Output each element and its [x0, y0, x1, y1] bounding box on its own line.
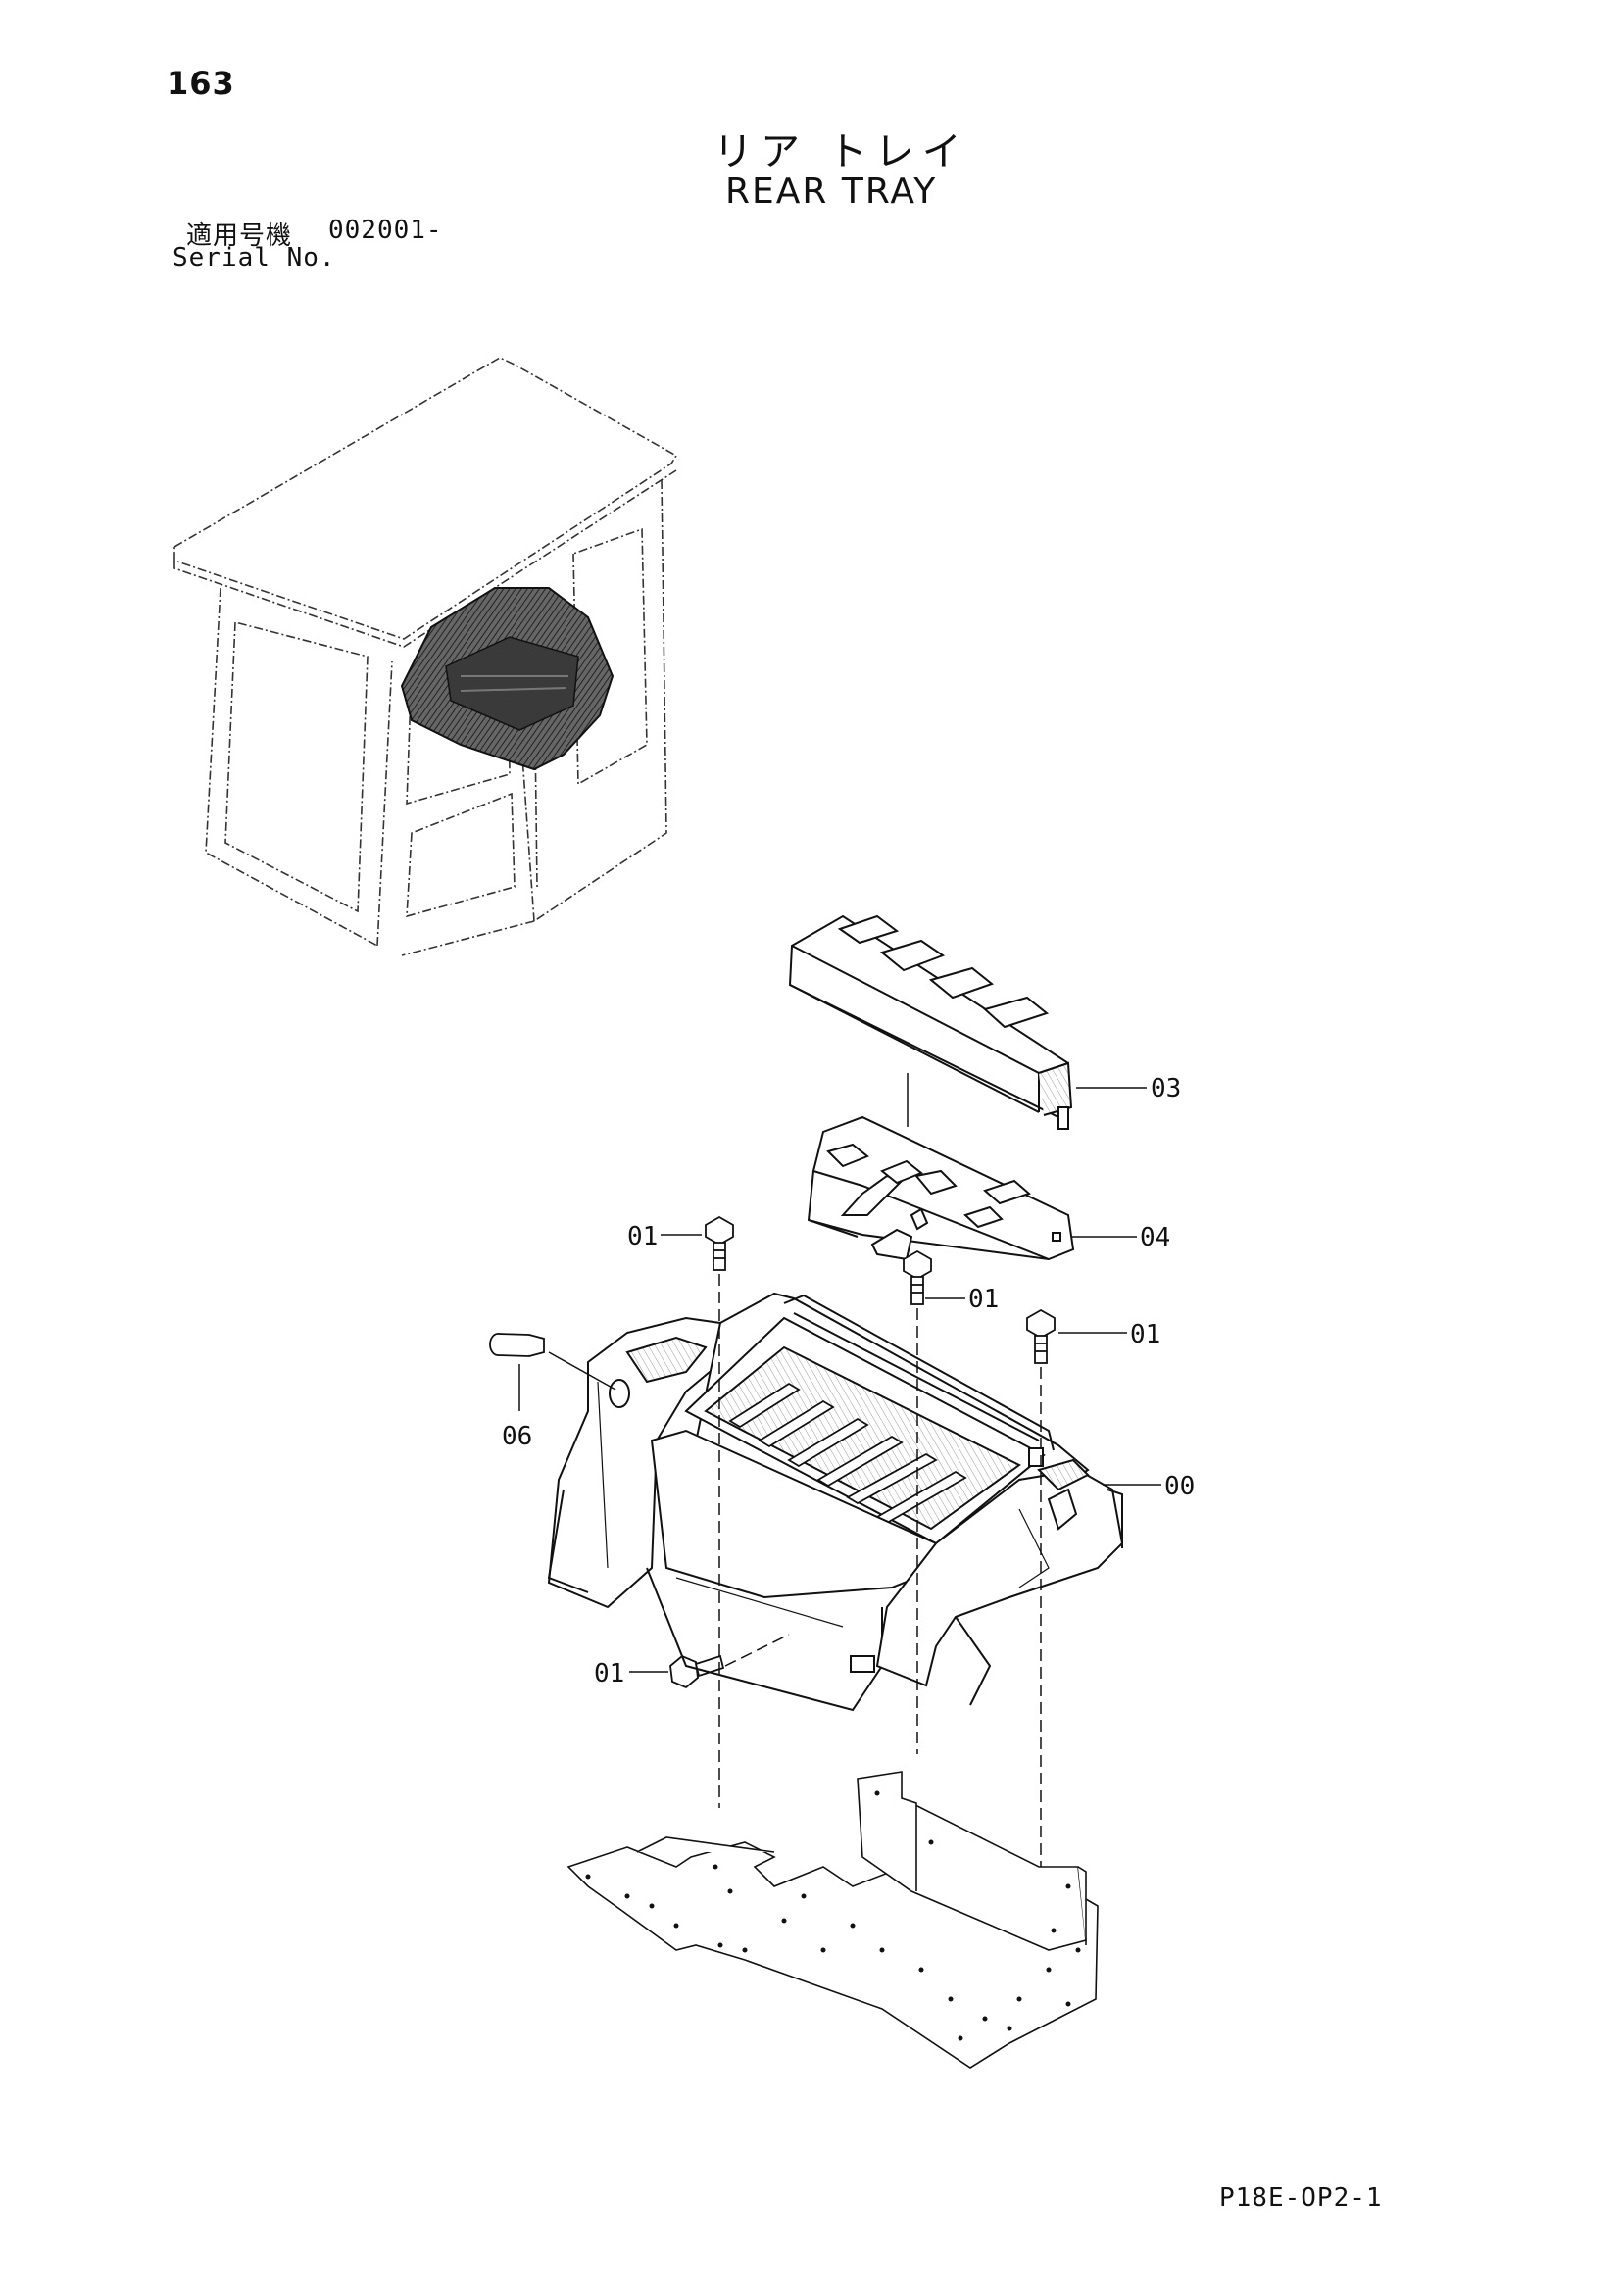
part-01-bolt-b: [903, 1249, 932, 1305]
floor-plate-assembly: [566, 1771, 1099, 2069]
serial-number-value: 002001-: [328, 216, 443, 245]
label-03: 03: [1151, 1074, 1181, 1103]
fit-line-06: [548, 1351, 616, 1391]
assembly-fit-lines: [718, 1274, 1042, 1867]
part-00-tray-body: [547, 1292, 1124, 1712]
label-01-c: 01: [1130, 1320, 1160, 1349]
serial-label-japanese: 適用号機: [186, 221, 293, 251]
page-number: 163: [167, 65, 235, 102]
part-01-bolt-d: [669, 1654, 725, 1689]
label-01-a: 01: [627, 1222, 658, 1251]
label-04: 04: [1140, 1223, 1170, 1252]
part-03-lid: [788, 914, 1073, 1130]
part-01-bolt-c: [1026, 1308, 1056, 1364]
label-00: 00: [1164, 1472, 1195, 1501]
part-01-bolt-a: [705, 1215, 734, 1271]
title-english: REAR TRAY: [725, 171, 938, 212]
title-japanese: リア トレイ: [713, 129, 969, 174]
part-06-plug: [489, 1333, 545, 1357]
serial-label-english: Serial No.: [172, 243, 336, 272]
document-code: P18E-OP2-1: [1219, 2183, 1383, 2213]
rear-tray-location-highlight: [400, 587, 615, 771]
part-04-insert: [807, 1115, 1075, 1261]
label-01-d: 01: [594, 1659, 624, 1688]
label-06: 06: [502, 1422, 532, 1451]
label-01-b: 01: [968, 1285, 999, 1314]
